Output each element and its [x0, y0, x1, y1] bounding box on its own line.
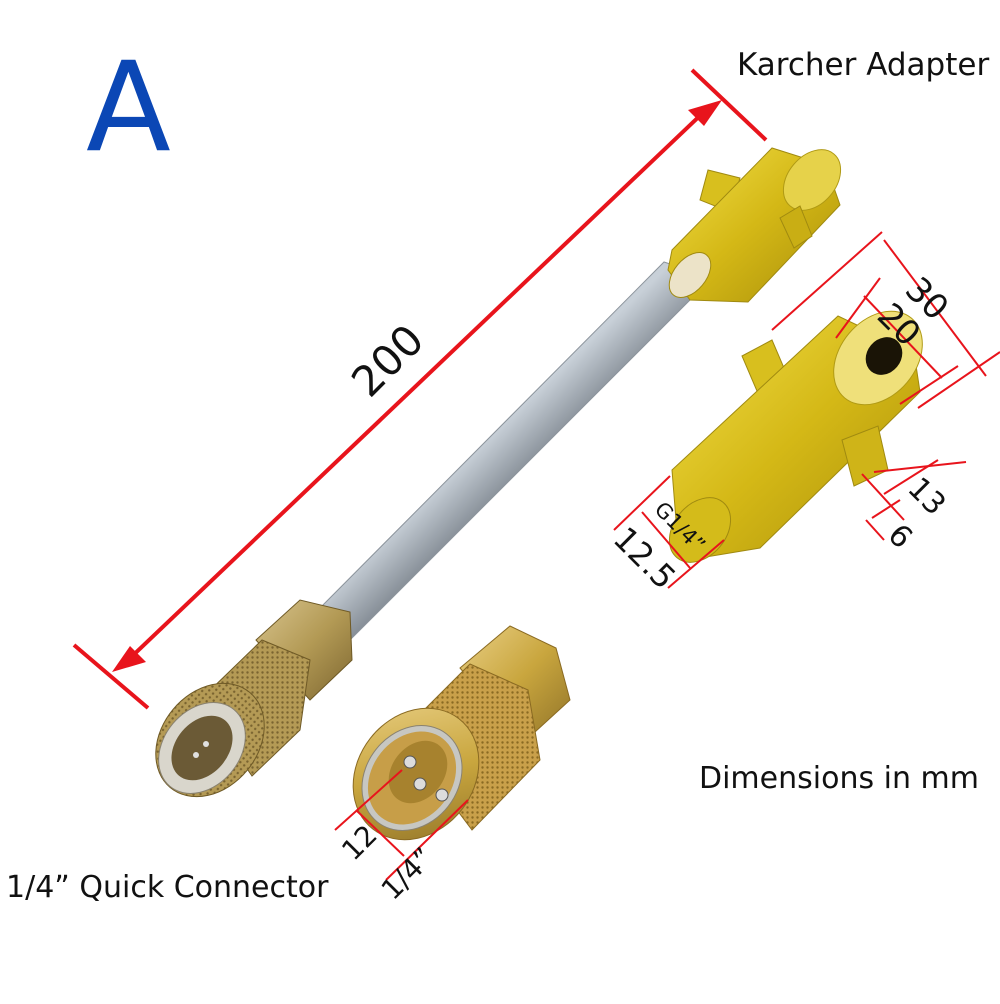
- quick-connector-mounted: [155, 599, 353, 798]
- variant-label: A: [86, 36, 171, 180]
- karcher-adapter-mounted: [667, 147, 842, 303]
- dim-20-extension-b: [899, 365, 959, 405]
- dim-13-line: [883, 459, 939, 495]
- arrow-head: [688, 100, 722, 126]
- dim-200-line: [124, 106, 710, 664]
- arrow-head: [112, 646, 146, 672]
- dim-12-5-extension-a: [613, 475, 671, 531]
- dim-20-line: [863, 295, 943, 379]
- dim-20-extension: [835, 277, 881, 339]
- dim-12-5-line: [641, 511, 691, 569]
- dim-13-extension: [873, 461, 967, 473]
- dim-6-line: [871, 499, 901, 519]
- dim-12-extension-b: [385, 799, 469, 881]
- dim-30-extension: [771, 231, 883, 331]
- dim-12-5-extension-b: [667, 539, 725, 589]
- dim-200-extension-bottom: [72, 643, 150, 710]
- dimension-lines: [72, 68, 1000, 881]
- quick-connector-loose: [352, 625, 571, 841]
- quick-connector-label: 1/4” Quick Connector: [6, 870, 329, 905]
- dim-12-line: [355, 809, 405, 857]
- dim-12-extension-a: [334, 769, 403, 831]
- dim-30-line: [883, 239, 987, 377]
- dim-6-extension-b: [865, 519, 885, 541]
- karcher-adapter-label: Karcher Adapter: [737, 47, 990, 83]
- units-note: Dimensions in mm: [699, 761, 979, 796]
- dim-6-extension: [861, 473, 905, 521]
- dim-30-extension-b: [917, 351, 1000, 409]
- dim-200-extension-top: [690, 68, 768, 142]
